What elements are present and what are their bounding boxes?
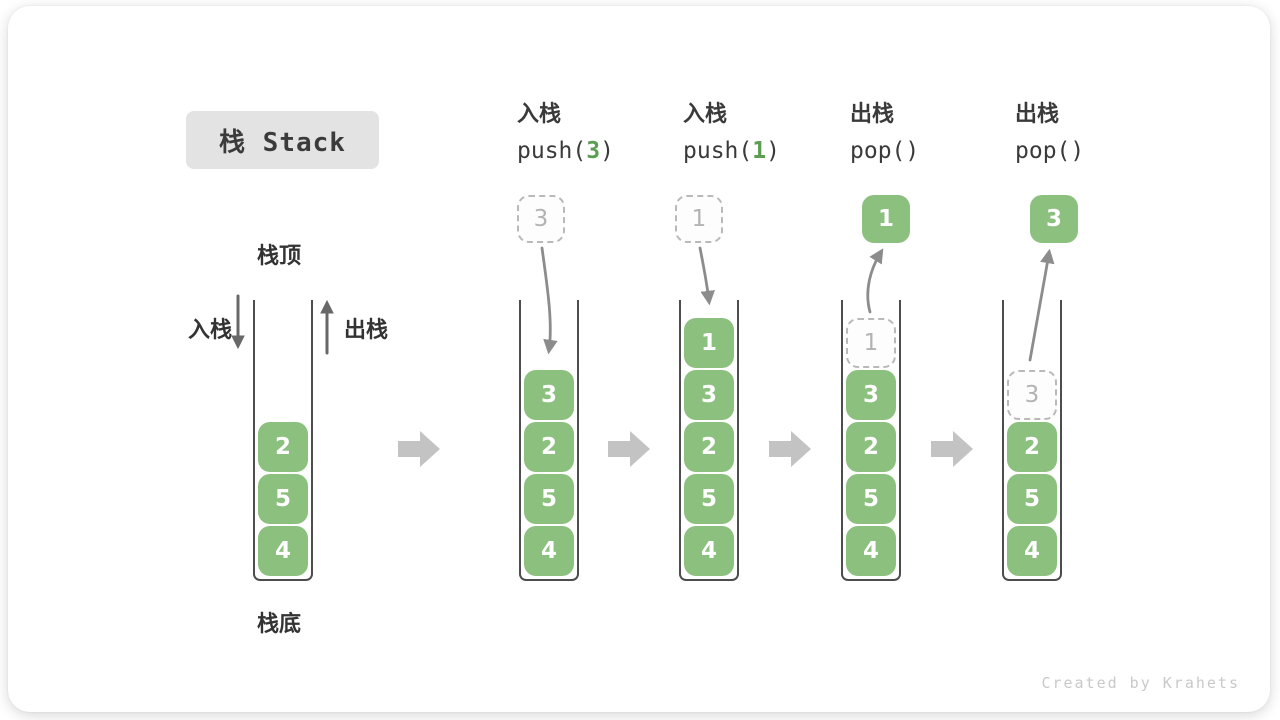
stack-cell: 3 bbox=[846, 370, 896, 420]
operation-header-push-3: 入栈 push(3) bbox=[517, 102, 614, 164]
code-post: ) bbox=[905, 138, 920, 165]
operation-name: 入栈 bbox=[517, 102, 562, 127]
diagram-title-badge: 栈 Stack bbox=[186, 111, 379, 169]
code-pre: pop( bbox=[850, 138, 906, 165]
stack-bottom-label: 栈底 bbox=[257, 612, 302, 637]
stack-top-label: 栈顶 bbox=[257, 244, 302, 269]
code-pre: push( bbox=[683, 138, 753, 165]
operation-code: push(3) bbox=[517, 139, 614, 164]
stack-cell: 4 bbox=[258, 526, 308, 576]
stack-cell-popped: 1 bbox=[846, 318, 896, 368]
stack-cell: 5 bbox=[1007, 474, 1057, 524]
code-post: ) bbox=[600, 138, 614, 165]
stack-well-1 bbox=[253, 300, 313, 581]
operation-header-pop-3: 出栈 pop() bbox=[1015, 102, 1084, 164]
stack-cell: 3 bbox=[524, 370, 574, 420]
operation-name: 入栈 bbox=[683, 102, 728, 127]
stack-cell: 2 bbox=[524, 422, 574, 472]
code-arg: 1 bbox=[752, 138, 767, 165]
stack-well-2 bbox=[519, 300, 579, 581]
stack-cell-popped: 3 bbox=[1007, 370, 1057, 420]
operation-name: 出栈 bbox=[1015, 102, 1060, 127]
code-post: ) bbox=[766, 138, 780, 165]
stack-cell: 2 bbox=[1007, 422, 1057, 472]
operation-code: push(1) bbox=[683, 139, 780, 164]
operation-header-push-1: 入栈 push(1) bbox=[683, 102, 780, 164]
incoming-element: 1 bbox=[675, 195, 723, 243]
operation-header-pop-1: 出栈 pop() bbox=[850, 102, 919, 164]
operation-name: 出栈 bbox=[850, 102, 895, 127]
popped-element: 1 bbox=[862, 195, 910, 243]
code-post: ) bbox=[1070, 138, 1085, 165]
pop-side-label: 出栈 bbox=[344, 318, 389, 343]
stack-cell: 4 bbox=[684, 526, 734, 576]
stack-cell: 4 bbox=[524, 526, 574, 576]
operation-code: pop() bbox=[850, 139, 919, 164]
stack-cell: 5 bbox=[846, 474, 896, 524]
stack-cell: 2 bbox=[258, 422, 308, 472]
stack-cell: 4 bbox=[1007, 526, 1057, 576]
operation-code: pop() bbox=[1015, 139, 1084, 164]
stack-well-3 bbox=[679, 300, 739, 581]
code-arg: 3 bbox=[586, 138, 601, 165]
popped-element: 3 bbox=[1030, 195, 1078, 243]
stack-cell: 5 bbox=[524, 474, 574, 524]
stack-well-5 bbox=[1002, 300, 1062, 581]
push-side-label: 入栈 bbox=[188, 318, 233, 343]
credit-text: Created by Krahets bbox=[1041, 674, 1240, 692]
stack-cell: 5 bbox=[258, 474, 308, 524]
stack-well-4 bbox=[841, 300, 901, 581]
incoming-element: 3 bbox=[517, 195, 565, 243]
code-pre: push( bbox=[517, 138, 587, 165]
stack-cell: 4 bbox=[846, 526, 896, 576]
stack-cell: 5 bbox=[684, 474, 734, 524]
stack-cell: 2 bbox=[684, 422, 734, 472]
diagram-title: 栈 Stack bbox=[219, 127, 346, 158]
stack-cell: 2 bbox=[846, 422, 896, 472]
code-pre: pop( bbox=[1015, 138, 1071, 165]
stack-cell: 3 bbox=[684, 370, 734, 420]
stack-cell: 1 bbox=[684, 318, 734, 368]
